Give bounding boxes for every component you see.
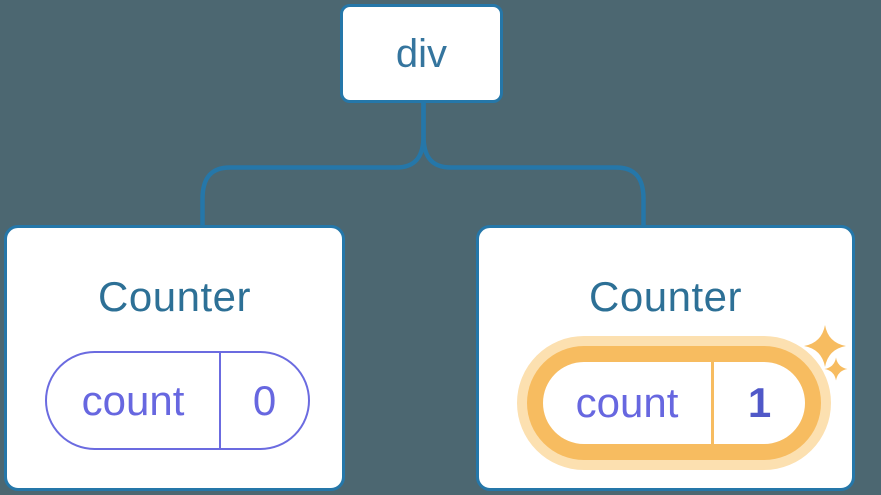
state-key-cell: count xyxy=(543,362,711,444)
connector-left-branch xyxy=(200,102,426,227)
state-key-label: count xyxy=(575,379,679,426)
connector-right-branch xyxy=(421,102,646,227)
sparkle-small-icon xyxy=(824,357,848,381)
counter-card-right: Counter count 1 xyxy=(476,225,855,491)
component-title: Counter xyxy=(589,273,742,320)
pill-divider xyxy=(219,353,221,448)
state-value-label: 1 xyxy=(747,379,772,426)
state-value-cell: 0 xyxy=(221,353,308,448)
state-value-label: 0 xyxy=(252,376,277,424)
root-node-label: div xyxy=(395,31,448,76)
component-title: Counter xyxy=(98,273,251,320)
sparkle-large-icon xyxy=(804,325,846,367)
state-value-cell: 1 xyxy=(714,362,805,444)
sparkle-icon xyxy=(804,325,848,381)
state-key-label: count xyxy=(81,376,185,424)
state-key-cell: count xyxy=(47,353,219,448)
state-pill-inner: count 1 xyxy=(543,362,805,444)
state-pill: count 0 xyxy=(45,351,310,450)
state-pill-highlighted: count 1 xyxy=(527,346,821,460)
pill-divider xyxy=(711,362,714,444)
root-node-div: div xyxy=(340,4,503,103)
counter-card-left: Counter count 0 xyxy=(4,225,345,491)
